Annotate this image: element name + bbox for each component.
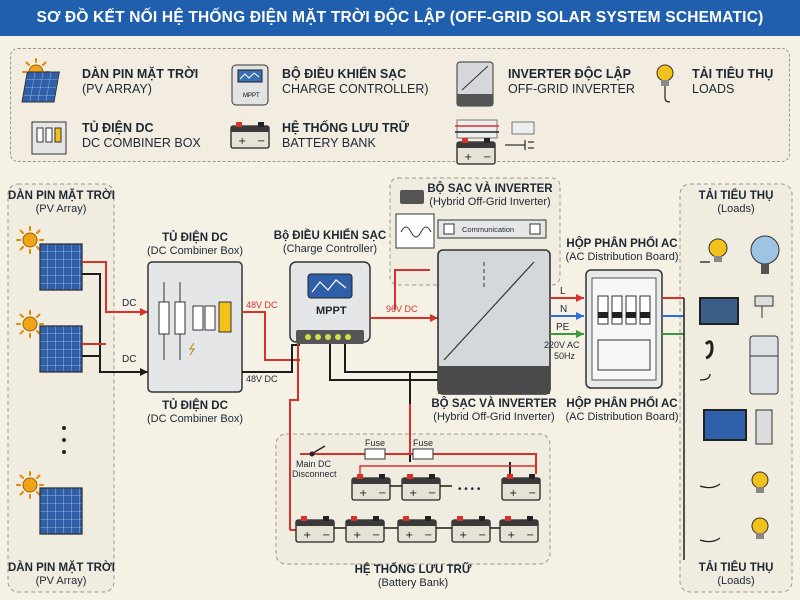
combiner-title-bottom: TỦ ĐIỆN DC (DC Combiner Box) — [147, 400, 243, 425]
ac-distribution-board — [585, 269, 663, 389]
communication-label: Communication — [462, 225, 515, 234]
legend-item-controller: BỘ ĐIỀU KHIỂN SẠC CHARGE CONTROLLER) — [282, 67, 429, 96]
dc-bus-voltage: 96V DC — [386, 304, 418, 314]
main-dc-disconnect — [309, 445, 326, 457]
fuse-1 — [364, 448, 386, 460]
line-l-label: L — [560, 286, 566, 297]
controller-output-voltage: 48V DC — [246, 374, 278, 384]
fuse-2 — [412, 448, 434, 460]
controller-title: Bộ ĐIỀU KHIỂN SẠC (Charge Controller) — [273, 230, 387, 255]
inverter-io-panel — [395, 190, 547, 249]
fuse-label-2: Fuse — [413, 438, 434, 448]
load-telephone — [704, 340, 714, 360]
loads-title-bottom: TẢI TIÊU THỤ (Loads) — [698, 562, 774, 587]
load-lightbulb-3 — [751, 517, 769, 539]
ac-spec-voltage: 220V AC — [544, 340, 580, 350]
dc-plus-label: DC — [122, 298, 137, 309]
load-hairdryer — [754, 295, 774, 318]
legend-lightbulb-icon — [656, 64, 674, 103]
legend-battery-icon — [230, 121, 270, 149]
inverter-title-top: BỘ SẠC VÀ INVERTER (Hybrid Off-Grid Inve… — [427, 183, 553, 208]
dc-minus-label: DC — [122, 354, 137, 365]
loads-title-top: TẢI TIÊU THỤ (Loads) — [698, 190, 774, 215]
page-title: SƠ ĐỒ KẾT NỐI HỆ THỐNG ĐIỆN MẶT TRỜI ĐỘC… — [0, 0, 800, 36]
hybrid-inverter — [437, 249, 551, 395]
controller-input-voltage: 48V DC — [246, 300, 278, 310]
fuse-label-1: Fuse — [365, 438, 386, 448]
battery-continuation-dots: • • • • — [458, 484, 481, 495]
disconnect-label-2: Disconnect — [292, 469, 337, 479]
disconnect-label-1: Main DC — [296, 459, 332, 469]
legend-combiner-box-icon — [31, 121, 67, 155]
legend-pv-array-icon — [21, 58, 60, 103]
line-n-label: N — [560, 304, 568, 315]
legend-item-battery: HỆ THỐNG LƯU TRỮ BATTERY BANK — [282, 121, 409, 150]
load-lightbulb-2 — [751, 471, 769, 493]
inverter-title-bottom: BỘ SẠC VÀ INVERTER (Hybrid Off-Grid Inve… — [431, 398, 557, 423]
pv-array-title-top: DÀN PIN MẶT TRỜI (PV Array) — [8, 190, 115, 215]
load-computer — [703, 409, 773, 445]
battery-row-2 — [295, 515, 539, 543]
legend-item-loads: TẢI TIÊU THỤ LOADS — [692, 67, 774, 96]
battery-bank-title: HỆ THỐNG LƯU TRỮ (Battery Bank) — [354, 564, 472, 589]
ac-board-title-bottom: HỘP PHÂN PHỐI AC (AC Distribution Board) — [565, 398, 679, 423]
dc-combiner-box — [147, 261, 243, 393]
load-fridge — [749, 335, 779, 395]
legend-wiring-icon — [455, 119, 535, 165]
legend-inverter-icon — [456, 61, 494, 107]
ac-spec-frequency: 50Hz — [554, 351, 576, 361]
load-fan — [750, 235, 780, 274]
combiner-title-top: TỦ ĐIỆN DC (DC Combiner Box) — [147, 232, 243, 257]
legend-item-inverter: INVERTER ĐỘC LẬP OFF-GRID INVERTER — [508, 67, 635, 96]
pv-wiring — [82, 261, 148, 373]
pv-array-title-bottom: DÀN PIN MẶT TRỜI (PV Array) — [8, 562, 115, 587]
load-lightbulb-1 — [708, 238, 728, 262]
svg-text:MPPT: MPPT — [243, 93, 260, 99]
legend-item-combiner: TỦ ĐIỆN DC DC COMBINER BOX — [82, 121, 201, 150]
legend-charge-controller-icon: MPPT — [231, 64, 269, 106]
ac-board-title-top: HỘP PHÂN PHỐI AC (AC Distribution Board) — [565, 238, 679, 263]
mppt-label: MPPT — [316, 305, 347, 317]
charge-controller — [289, 261, 371, 344]
load-tv — [699, 297, 739, 325]
line-pe-label: PE — [556, 322, 570, 333]
legend-item-pv: DÀN PIN MẶT TRỜI (PV ARRAY) — [82, 67, 199, 96]
